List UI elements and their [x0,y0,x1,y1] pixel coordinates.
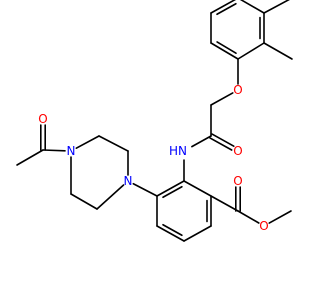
bond-line [210,42,239,60]
bond-line [96,184,125,210]
bond-line [98,135,129,152]
bond-line [183,180,212,197]
atom-label-o-acetyl: O [38,112,47,126]
bond-line [16,149,44,166]
atom-labels: O N N HN O O O O [38,83,268,233]
structure-diagram: O N N HN O O O O [16,0,293,242]
atom-label-o-ester: O [259,219,268,233]
atom-label-n-amide: HN [169,144,187,158]
bond-line [210,0,237,14]
bond-line [263,42,293,60]
bond-line [162,185,183,199]
bond-line [183,225,212,242]
bond-line [216,41,237,54]
bond-line [70,193,98,210]
atom-label-o-ester-carbonyl: O [233,174,242,188]
atom-label-n-pip-aryl: N [124,174,133,188]
bonds [16,0,293,242]
bond-line [75,135,100,149]
bond-line [237,210,260,224]
atom-label-o-amide: O [233,144,242,158]
bond-line [263,0,290,14]
bond-line [239,0,265,14]
bond-line [156,225,185,242]
bond-line [42,149,66,152]
bond-line [210,195,239,212]
bond-line [156,180,185,197]
bond-line [211,133,235,147]
bond-line [210,92,234,106]
bond-line [209,137,233,151]
bond-line [237,42,265,60]
bond-line [268,210,292,224]
bond-line [162,223,183,237]
bond-line [216,2,237,16]
bond-line [132,182,158,197]
atom-label-o-ether: O [233,83,242,97]
bond-line [191,135,212,148]
atom-label-n-pip-acyl: N [67,144,76,158]
